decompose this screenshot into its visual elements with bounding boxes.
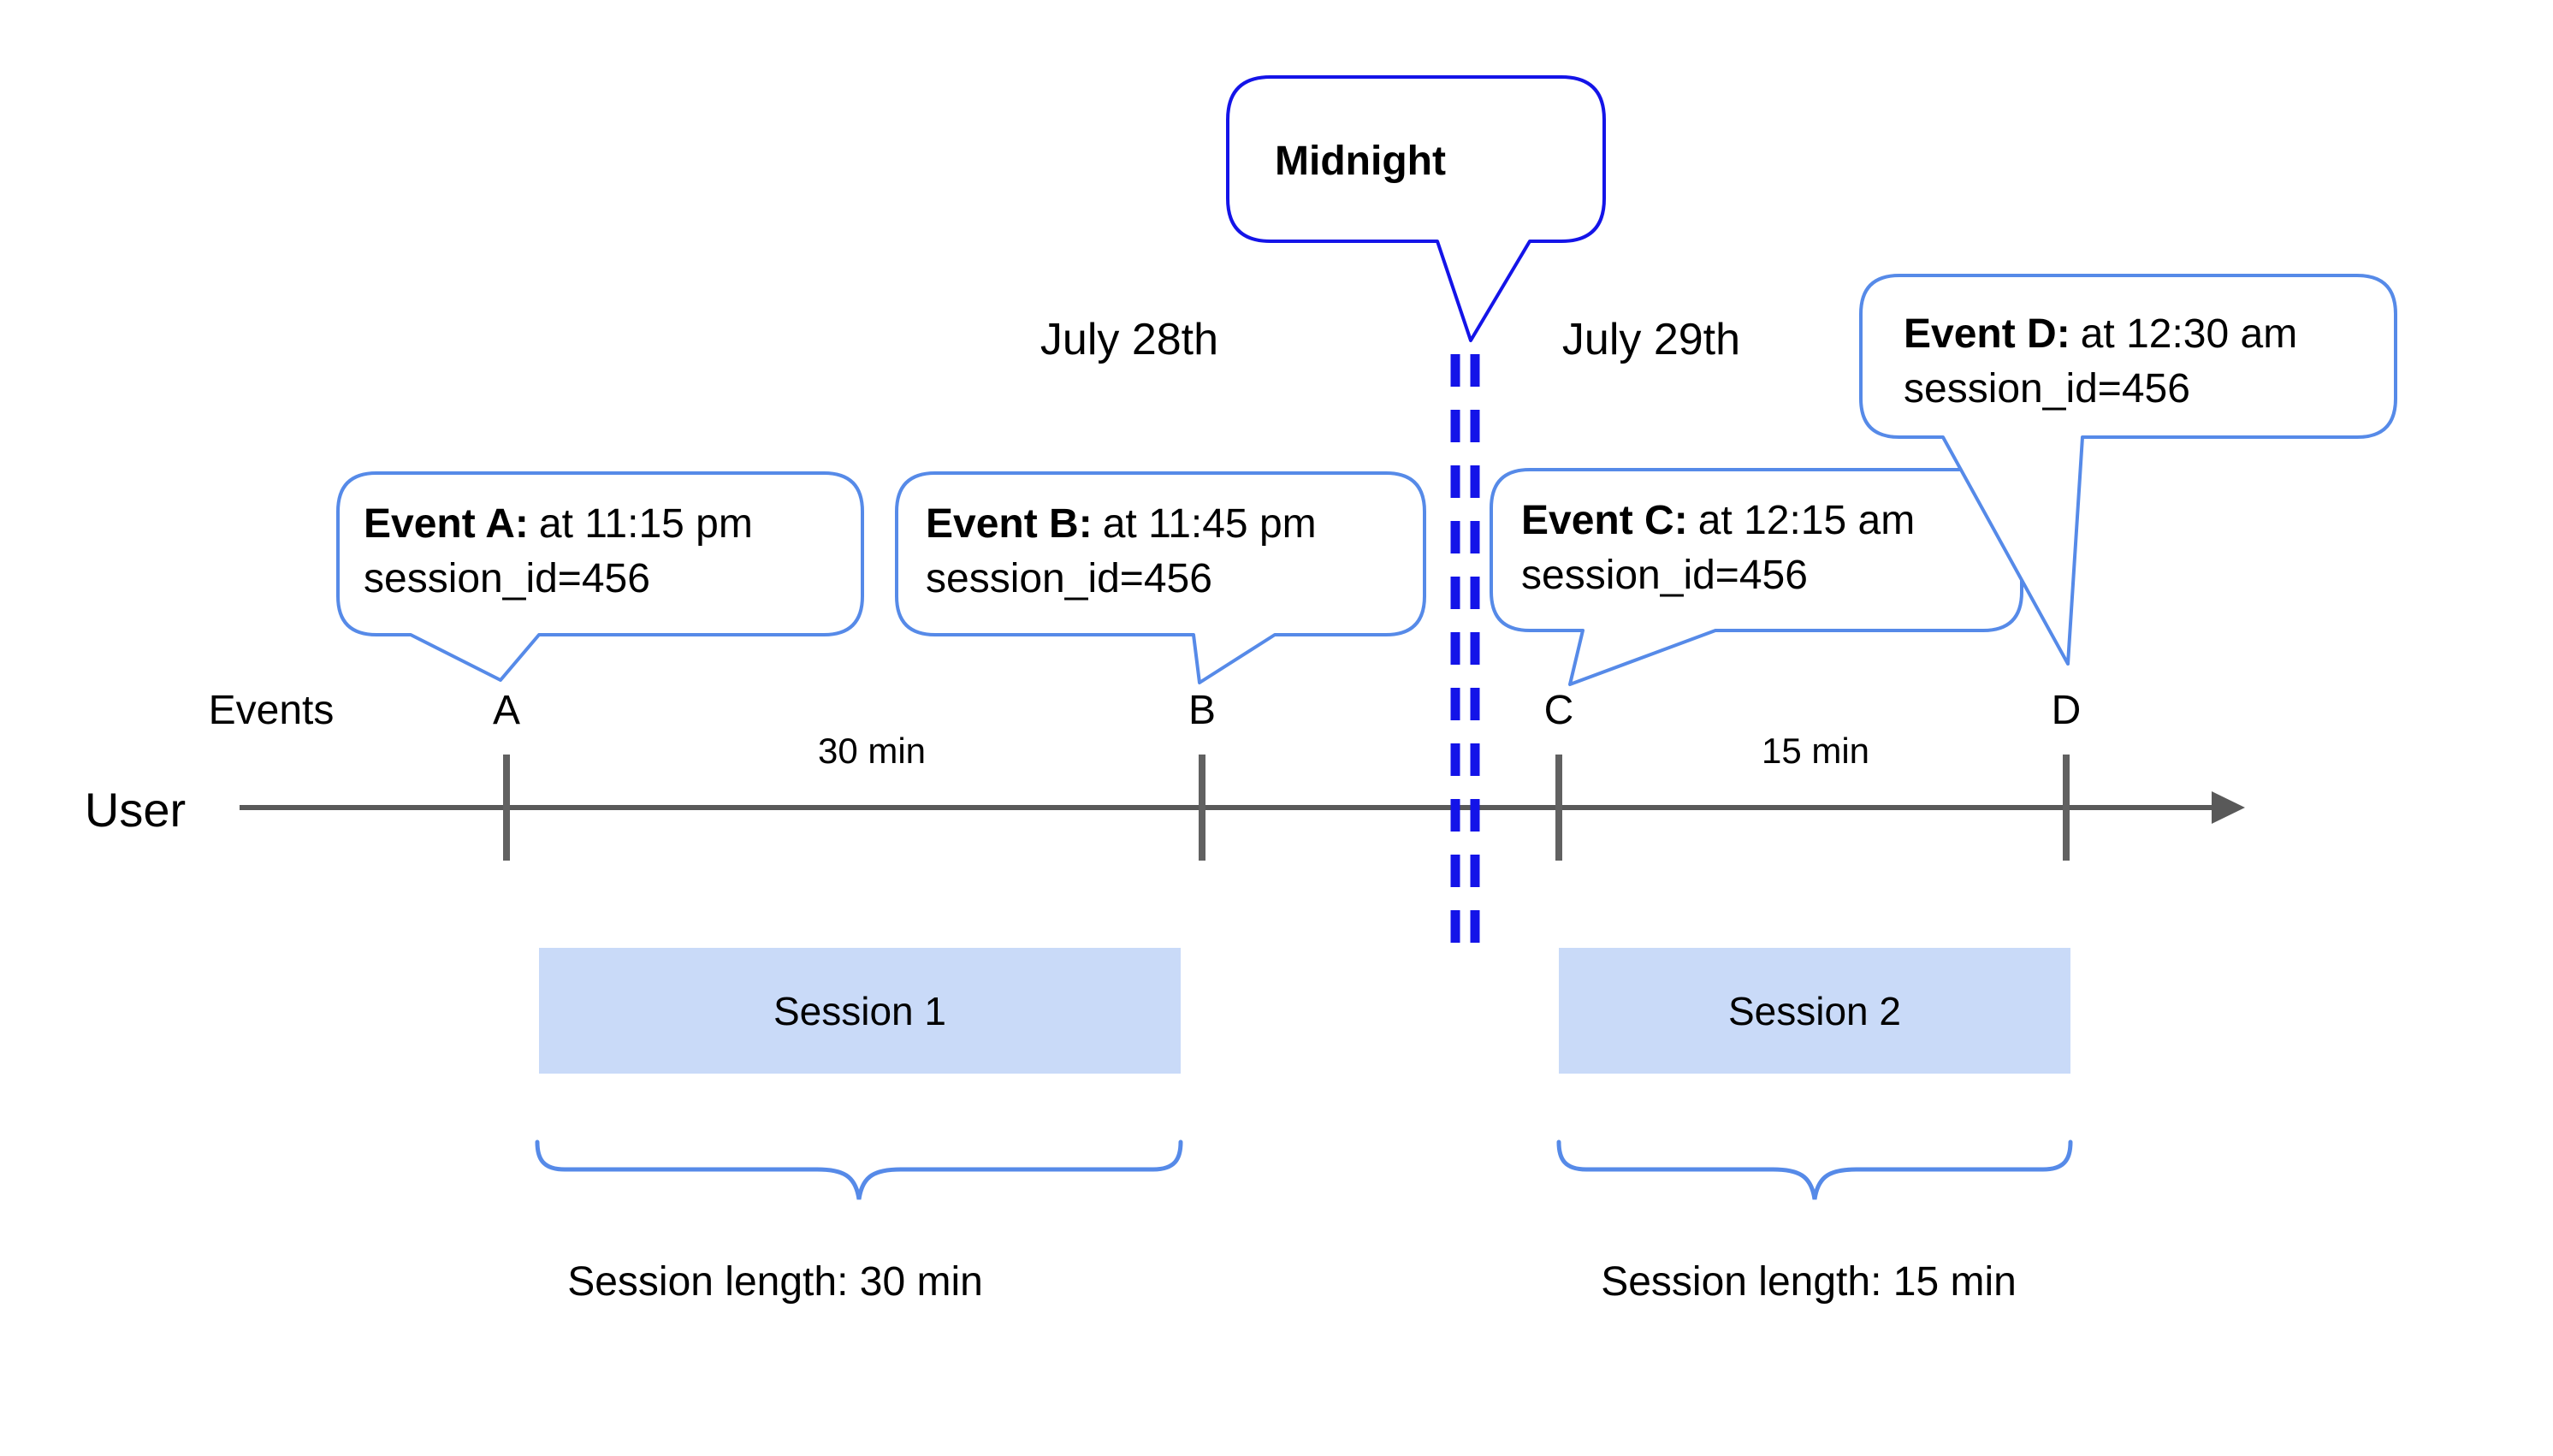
event-d-callout xyxy=(1859,274,2397,666)
session-1-box xyxy=(539,948,1181,1074)
event-a-session-id: session_id=456 xyxy=(364,556,650,601)
event-b-letter: B xyxy=(1188,688,1216,733)
event-a-title: Event A: xyxy=(364,501,529,547)
event-c-session-id: session_id=456 xyxy=(1521,553,1808,598)
event-b-time: at 11:45 pm xyxy=(1103,501,1317,547)
session-2-box xyxy=(1559,948,2070,1074)
event-b-title: Event B: xyxy=(926,501,1093,547)
date-july-28: July 28th xyxy=(1040,315,1218,364)
interval-30min-label: 30 min xyxy=(818,731,926,771)
event-b-callout xyxy=(895,471,1426,684)
session-2-length-label: Session length: 15 min xyxy=(1601,1259,2017,1305)
interval-15min-label: 15 min xyxy=(1762,731,1869,771)
event-d-session-id: session_id=456 xyxy=(1904,366,2190,411)
event-d-line1: Event D:at 12:30 am xyxy=(1904,311,2297,357)
session-2-brace-icon xyxy=(1556,1139,2073,1200)
midnight-label: Midnight xyxy=(1275,139,1446,184)
event-d-letter: D xyxy=(2052,688,2082,733)
event-c-line1: Event C:at 12:15 am xyxy=(1521,498,1915,543)
event-c-title: Event C: xyxy=(1521,498,1688,543)
event-c-time: at 12:15 am xyxy=(1698,498,1916,543)
event-b-session-id: session_id=456 xyxy=(926,556,1212,601)
event-a-callout xyxy=(336,471,864,682)
event-a-letter: A xyxy=(493,688,520,733)
timeline-arrowhead-icon xyxy=(2212,791,2245,824)
session-2-label: Session 2 xyxy=(1728,989,1901,1033)
events-axis-label: Events xyxy=(209,688,335,733)
session-1-label: Session 1 xyxy=(773,989,946,1033)
midnight-callout xyxy=(1226,75,1606,342)
event-a-time: at 11:15 pm xyxy=(539,501,753,547)
event-d-title: Event D: xyxy=(1904,311,2070,357)
event-d-time: at 12:30 am xyxy=(2081,311,2298,357)
event-a-line1: Event A:at 11:15 pm xyxy=(364,501,753,547)
session-1-brace-icon xyxy=(535,1139,1183,1200)
user-axis-label: User xyxy=(85,783,186,837)
date-july-29: July 29th xyxy=(1562,315,1740,364)
event-b-line1: Event B:at 11:45 pm xyxy=(926,501,1317,547)
event-c-letter: C xyxy=(1544,688,1574,733)
session-1-length-label: Session length: 30 min xyxy=(567,1259,983,1305)
